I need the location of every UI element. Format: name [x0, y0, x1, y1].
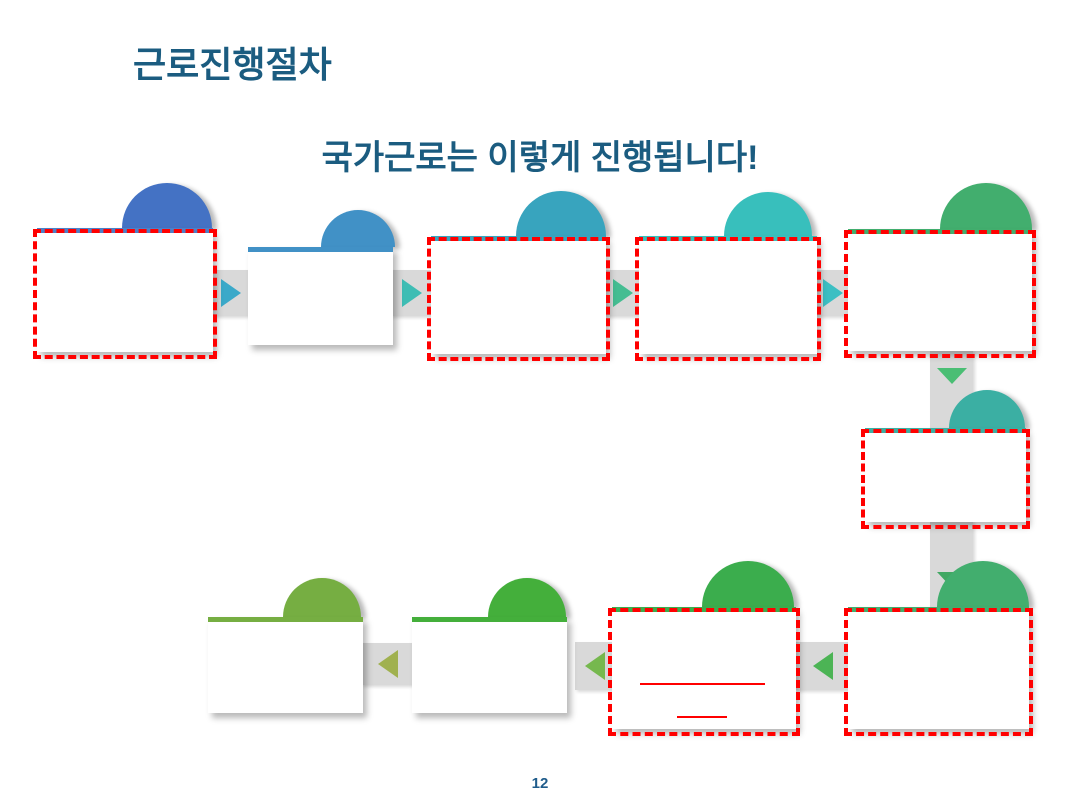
step-dome [940, 183, 1032, 229]
arrow-right-icon [823, 279, 843, 307]
step-card-7 [844, 561, 1033, 736]
slide-subtitle: 국가근로는 이렇게 진행됩니다! [321, 139, 759, 177]
redaction-box [608, 608, 800, 736]
step-card-1 [33, 183, 217, 359]
redaction-box [844, 608, 1033, 736]
step-body [248, 247, 393, 345]
step-body [412, 617, 567, 713]
redaction-box [861, 429, 1030, 529]
arrow-right-icon [613, 279, 633, 307]
arrow-right-icon [402, 279, 422, 307]
step-dome [724, 192, 812, 236]
step-dome [122, 183, 212, 228]
redaction-box [427, 237, 610, 361]
page-number: 12 [531, 775, 549, 792]
redaction-box [33, 229, 217, 359]
step-card-8 [608, 561, 800, 736]
redaction-box [844, 230, 1036, 358]
step-card-4 [635, 192, 821, 361]
step-body [208, 617, 363, 713]
arrow-left-icon [585, 652, 605, 680]
slide-title: 근로진행절차 [133, 44, 332, 85]
step-card-10 [208, 578, 363, 713]
connector-band [390, 270, 434, 316]
redaction-underline [640, 683, 765, 685]
arrow-down-icon [936, 368, 967, 384]
arrow-left-icon [813, 652, 833, 680]
step-card-5 [844, 183, 1036, 358]
redaction-box [635, 237, 821, 361]
step-card-6 [861, 390, 1030, 529]
step-card-3 [427, 191, 610, 361]
step-card-2 [248, 210, 395, 345]
connector-band [795, 642, 851, 690]
connector-band [210, 270, 252, 316]
step-dome [702, 561, 794, 607]
arrow-right-icon [221, 279, 241, 307]
arrow-left-icon [377, 650, 398, 678]
step-body [639, 236, 817, 354]
step-card-9 [412, 578, 567, 713]
step-dome [321, 210, 395, 247]
step-dome [283, 578, 361, 617]
step-body [848, 607, 1029, 729]
redaction-underline [677, 716, 727, 718]
step-dome [516, 191, 606, 236]
connector-band [361, 643, 414, 685]
step-dome [488, 578, 566, 617]
